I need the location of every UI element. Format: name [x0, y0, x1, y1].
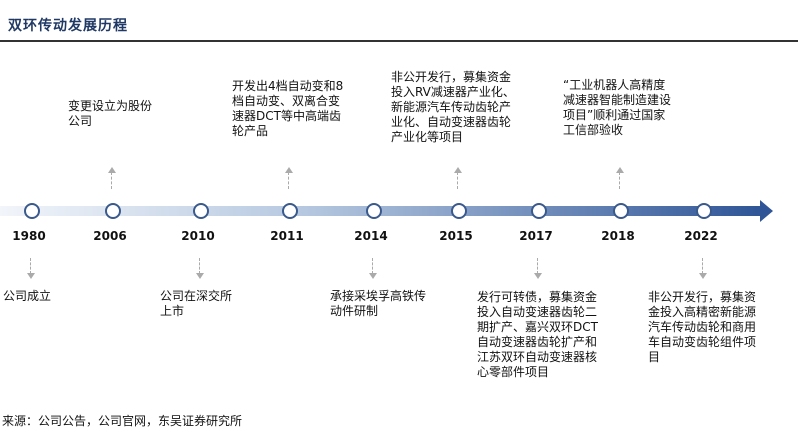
event-description-2017: 发行可转债，募集资金投入自动变速器齿轮二期扩产、嘉兴双环DCT自动变速器齿轮扩产…: [477, 290, 598, 379]
event-description-2022: 非公开发行，募集资金投入高精密新能源汽车传动齿轮和商用车自动变齿轮组件项目: [648, 290, 757, 364]
year-label: 2017: [519, 229, 553, 243]
year-label: 2011: [270, 229, 304, 243]
timeline-node-2015: [451, 203, 467, 219]
timeline-arrow-icon: [760, 200, 773, 222]
timeline-node-2010: [193, 203, 209, 219]
timeline-node-2011: [282, 203, 298, 219]
connector-arrow-icon: [533, 258, 542, 279]
connector-arrow-icon: [368, 258, 377, 279]
timeline-node-2006: [105, 203, 121, 219]
event-description-2014: 承接采埃孚高铁传动件研制: [330, 289, 427, 318]
event-description-2010: 公司在深交所上市: [160, 289, 233, 318]
year-label: 2015: [439, 229, 473, 243]
connector-arrow-icon: [107, 167, 116, 189]
event-description-2018: “工业机器人高精度减速器智能制造建设项目”顺利通过国家工信部验收: [563, 78, 672, 137]
title-divider: [0, 40, 798, 42]
year-label: 2014: [354, 229, 388, 243]
event-description-2006: 变更设立为股份公司: [68, 99, 153, 128]
page-title: 双环传动发展历程: [8, 18, 128, 34]
connector-arrow-icon: [284, 167, 293, 189]
connector-arrow-icon: [615, 167, 624, 189]
timeline-node-1980: [24, 203, 40, 219]
event-description-1980: 公司成立: [3, 289, 52, 303]
year-label: 2010: [181, 229, 215, 243]
connector-arrow-icon: [698, 258, 707, 279]
timeline-node-2014: [366, 203, 382, 219]
connector-arrow-icon: [26, 258, 35, 279]
year-label: 2018: [601, 229, 635, 243]
source-note: 来源：公司公告，公司官网，东吴证券研究所: [2, 414, 243, 428]
timeline-node-2022: [696, 203, 712, 219]
event-description-2011: 开发出4档自动变和8档自动变、双离合变速器DCT等中高端齿轮产品: [232, 79, 344, 138]
year-label: 1980: [12, 229, 46, 243]
connector-arrow-icon: [195, 258, 204, 279]
event-description-2015: 非公开发行，募集资金投入RV减速器产业化、新能源汽车传动齿轮产业化、自动变速器齿…: [391, 70, 515, 144]
timeline-node-2017: [531, 203, 547, 219]
year-label: 2022: [684, 229, 718, 243]
connector-arrow-icon: [453, 167, 462, 189]
timeline-node-2018: [613, 203, 629, 219]
year-label: 2006: [93, 229, 127, 243]
